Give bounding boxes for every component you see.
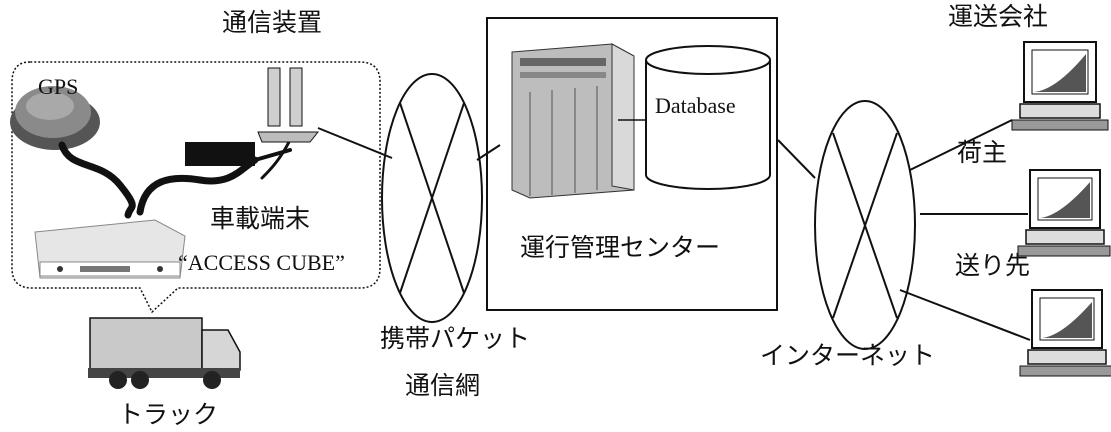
operation-center-box [486, 17, 778, 311]
access-cube-label: “ACCESS CUBE” [178, 250, 345, 275]
communication-device-icon [185, 67, 320, 166]
comm-device-label: 通信装置 [222, 8, 323, 37]
connection-lines [317, 119, 1031, 341]
destination-label: 送り先 [955, 251, 1031, 280]
onboard-terminal-label: 車載端末 [210, 204, 311, 233]
shipper-label: 荷主 [957, 138, 1008, 167]
cables [58, 138, 292, 219]
desktop-computer-icon [1019, 289, 1111, 377]
internet-label: インターネット [760, 341, 936, 370]
mobile-network-label-line2: 通信網 [405, 371, 481, 400]
operation-center-label: 運行管理センター [520, 233, 721, 262]
gps-label: GPS [38, 74, 79, 99]
mobile-network-label-line1: 携帯パケット [380, 324, 531, 353]
truck-icon [88, 317, 241, 389]
database-label: Database [655, 93, 736, 118]
vehicle-equipment-bubble [11, 61, 381, 314]
desktop-computer-icon [1017, 169, 1111, 257]
mobile-packet-network [381, 73, 483, 323]
internet-network [814, 100, 916, 350]
server-rack-icon [511, 43, 635, 199]
desktop-computer-icon [1011, 41, 1109, 131]
onboard-terminal-icon [34, 219, 186, 279]
truck-label: トラック [118, 400, 219, 429]
transport-company-label: 運送会社 [948, 2, 1049, 31]
gps-antenna-icon [10, 86, 100, 150]
database-cylinder-icon [645, 45, 771, 190]
